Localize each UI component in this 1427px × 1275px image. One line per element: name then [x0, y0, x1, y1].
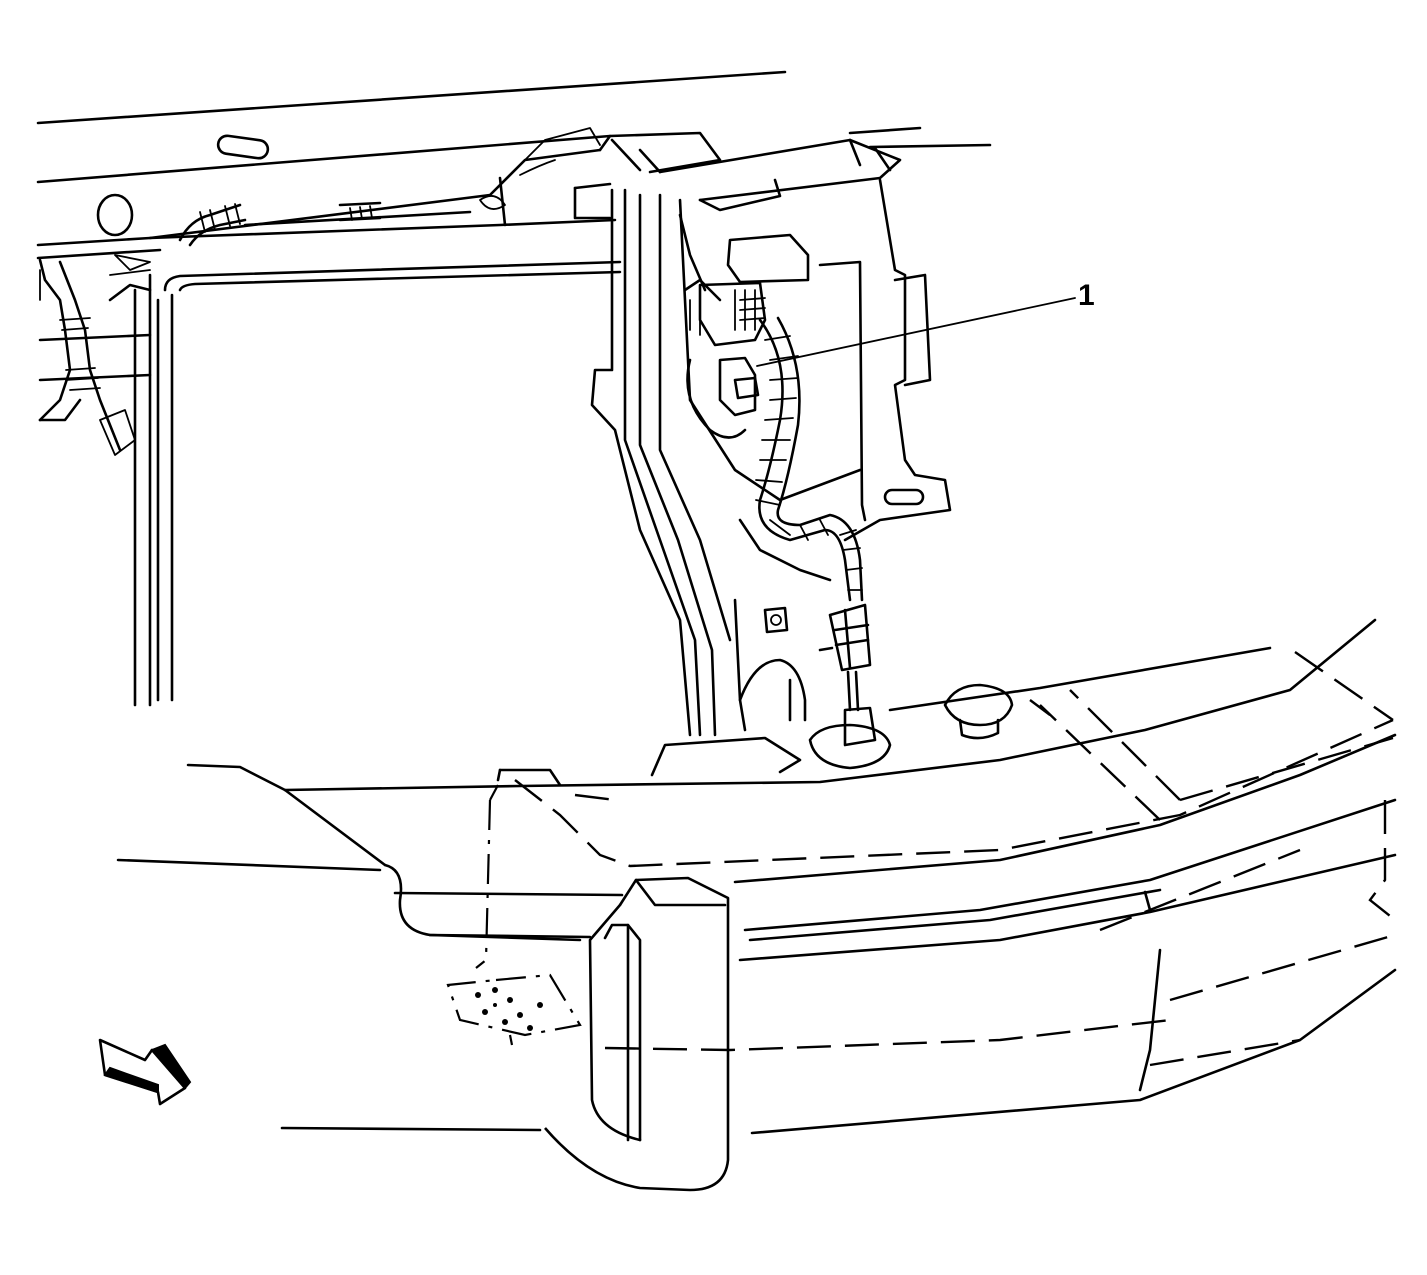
sensor-bracket-assembly [678, 213, 810, 439]
radiator-support-upright [590, 178, 952, 737]
sensor-harness [755, 316, 864, 602]
hood-slot [216, 134, 270, 160]
square-fastener [763, 606, 789, 634]
left-harness [38, 254, 152, 456]
bumper-grommet [808, 683, 1014, 770]
callout-1-label: 1 [1078, 279, 1095, 312]
front-direction-arrow [98, 1038, 192, 1106]
radiator-opening-frame [133, 260, 622, 707]
hidden-lines [446, 651, 1396, 1067]
upper-harness [178, 127, 601, 247]
callout-1-leader [756, 297, 1076, 367]
upper-radiator-support [36, 131, 902, 260]
bracket-block [650, 736, 802, 777]
front-bumper [116, 618, 1397, 1135]
upright-slot [883, 488, 925, 506]
body-plug [96, 193, 134, 237]
harness-connector [818, 603, 877, 747]
pocket-dots [475, 987, 543, 1031]
hood-edge-lines [36, 70, 992, 184]
callout-1: 1 [756, 279, 1095, 367]
bumper-end-cap [544, 876, 730, 1192]
